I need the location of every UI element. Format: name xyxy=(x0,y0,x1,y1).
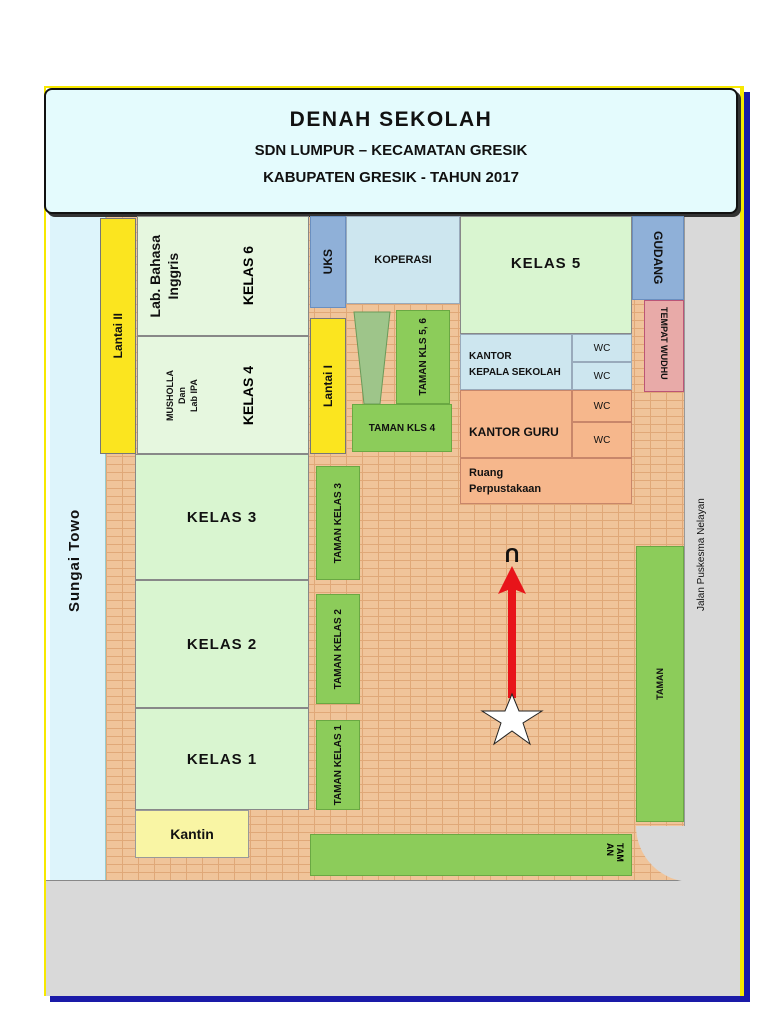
lantai-2: Lantai II xyxy=(100,218,136,454)
lantai-1: Lantai I xyxy=(310,318,346,454)
north-label: U xyxy=(504,543,520,565)
taman-bottom: TAM AN xyxy=(310,834,632,876)
kelas-1: KELAS 1 xyxy=(135,708,309,810)
map-header: DENAH SEKOLAH SDN LUMPUR – KECAMATAN GRE… xyxy=(44,88,738,214)
north-arrow xyxy=(498,566,526,698)
kelas-6-label: KELAS 6 xyxy=(240,246,256,306)
kelas-4-label: KELAS 4 xyxy=(240,366,256,426)
kelas-3: KELAS 3 xyxy=(135,454,309,580)
wc-4: WC xyxy=(572,422,632,458)
kelas-2: KELAS 2 xyxy=(135,580,309,708)
taman-kls-5-6: TAMAN KLS 5, 6 xyxy=(396,310,450,404)
taman-kls-4: TAMAN KLS 4 xyxy=(352,404,452,452)
tower-shape xyxy=(353,311,391,405)
kantor-guru: KANTOR GURU xyxy=(460,390,572,458)
kelas-1-label: KELAS 1 xyxy=(186,750,258,768)
gudang: GUDANG xyxy=(632,216,684,300)
river xyxy=(50,214,106,880)
lantai-2-label: Lantai II xyxy=(111,313,125,359)
kantin-label: Kantin xyxy=(170,826,214,842)
kelas-5-label: KELAS 5 xyxy=(510,255,582,272)
lab-bahasa-label-1: Lab. Bahasa xyxy=(147,234,163,318)
uks: UKS xyxy=(310,216,346,308)
wc-3: WC xyxy=(572,390,632,422)
school-name: SDN LUMPUR – KECAMATAN GRESIK xyxy=(254,142,528,159)
lab-bahasa-label-2: Inggris xyxy=(165,252,181,300)
musholla-label-2: Dan xyxy=(177,386,187,404)
regency-year: KABUPATEN GRESIK - TAHUN 2017 xyxy=(263,169,519,186)
kelas-3-label: KELAS 3 xyxy=(186,508,258,526)
taman-kelas-3: TAMAN KELAS 3 xyxy=(316,466,360,580)
taman-kelas-1: TAMAN KELAS 1 xyxy=(316,720,360,810)
road-right xyxy=(684,214,740,880)
kelas-2-label: KELAS 2 xyxy=(186,635,258,653)
star-marker xyxy=(480,692,544,746)
kantin: Kantin xyxy=(135,810,249,858)
taman-right: TAMAN xyxy=(636,546,684,822)
road-bottom xyxy=(46,880,740,996)
kelas-5: KELAS 5 xyxy=(460,216,632,334)
wc-2: WC xyxy=(572,362,632,390)
wc-1: WC xyxy=(572,334,632,362)
musholla-label-3: Lab IPA xyxy=(189,378,199,412)
kantor-kepala-sekolah: KANTOR KEPALA SEKOLAH xyxy=(460,334,572,390)
lab-bahasa-inggris: Lab. Bahasa Inggris xyxy=(137,216,309,336)
road-label: Jalan Puskesma Nelayan xyxy=(696,498,707,612)
ruang-perpustakaan: Ruang Perpustakaan xyxy=(460,458,632,504)
taman-kelas-2: TAMAN KELAS 2 xyxy=(316,594,360,704)
tempat-wudhu: TEMPAT WUDHU xyxy=(644,300,684,392)
map-title: DENAH SEKOLAH xyxy=(289,108,493,131)
river-label: Sungai Towo xyxy=(66,508,83,612)
koperasi: KOPERASI xyxy=(346,216,460,304)
musholla-lab-ipa: MUSHOLLA Dan Lab IPA xyxy=(137,336,309,454)
musholla-label-1: MUSHOLLA xyxy=(165,369,175,421)
